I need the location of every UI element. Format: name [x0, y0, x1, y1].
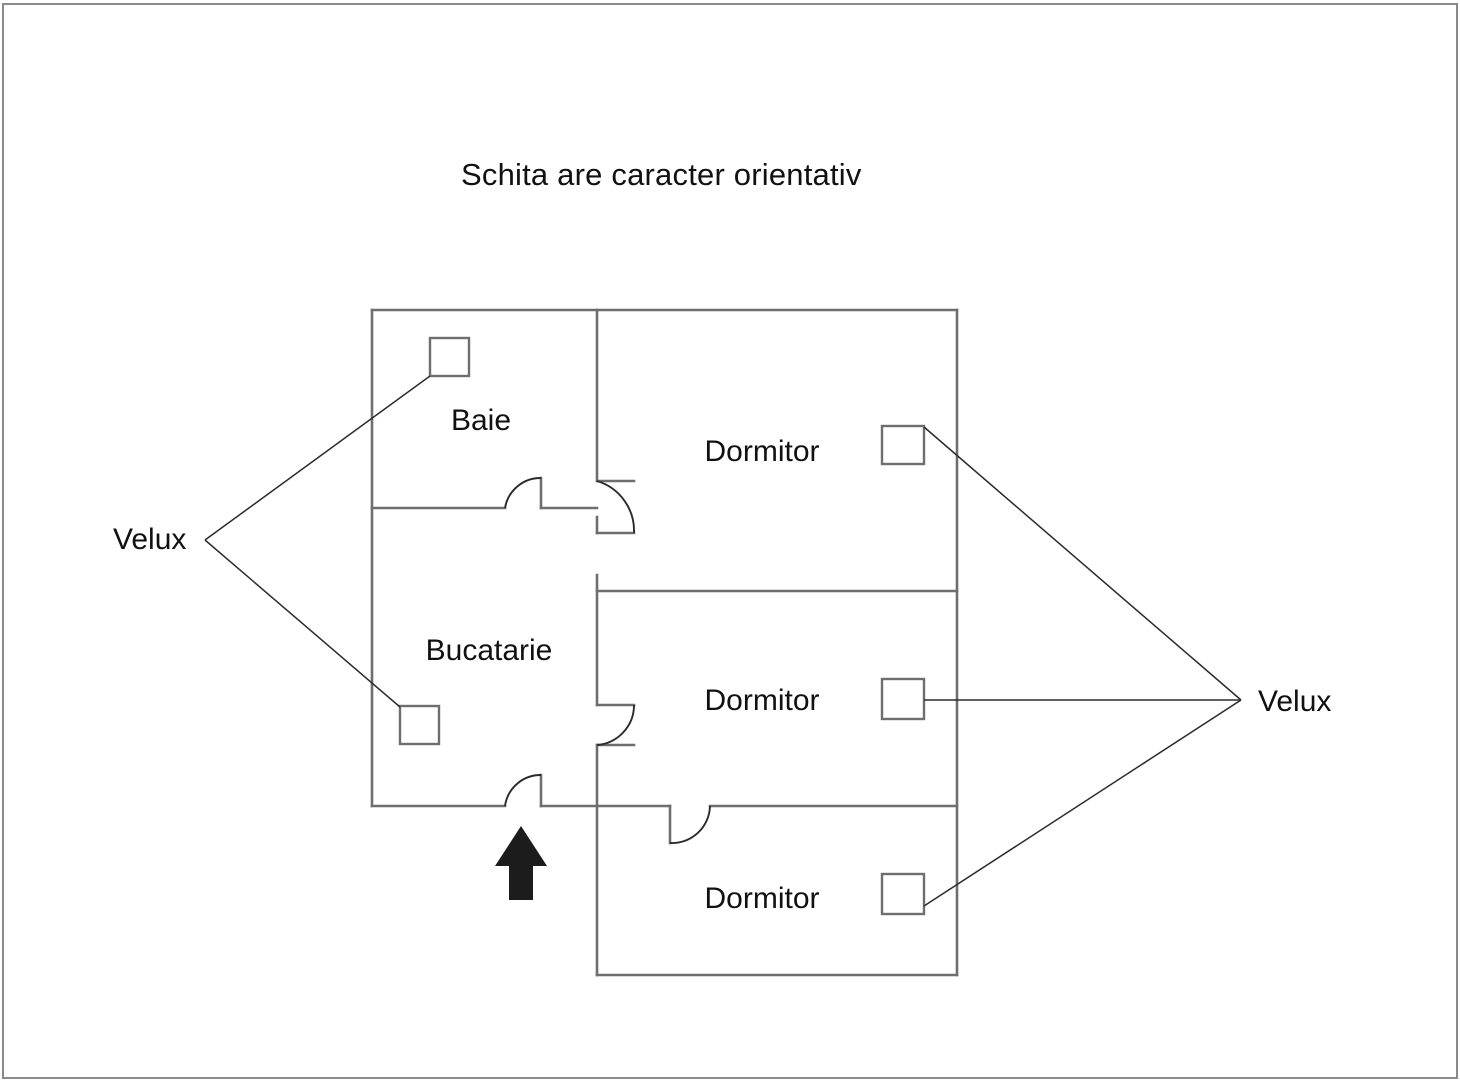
- velux-label-left: Velux: [113, 523, 186, 556]
- door-arc-dormitor-2: [596, 704, 635, 746]
- door-arc-group: [504, 477, 711, 844]
- door-arc-dormitor-3: [669, 805, 711, 844]
- room-label-dormitor-3: Dormitor: [704, 882, 819, 915]
- leader-right-lower: [923, 699, 1242, 907]
- leader-left-lower: [204, 539, 401, 708]
- room-label-dormitor-1: Dormitor: [704, 435, 819, 468]
- entry-arrow: [495, 826, 547, 900]
- page-border: [2, 3, 1458, 1079]
- door-arc-entry: [504, 774, 542, 807]
- door-arc-baie: [504, 477, 542, 509]
- room-label-bucatarie: Bucatarie: [426, 634, 553, 667]
- window-dormitor-2: [880, 677, 926, 721]
- velux-left-leaders: [204, 375, 431, 708]
- room-label-baie: Baie: [451, 404, 511, 437]
- window-dormitor-1: [880, 424, 926, 466]
- room-label-dormitor-2: Dormitor: [704, 684, 819, 717]
- window-group: [398, 336, 926, 916]
- wall-group: [370, 308, 959, 977]
- leader-right-upper: [923, 426, 1242, 701]
- velux-right-leaders: [923, 426, 1242, 907]
- page-title: Schita are caracter orientativ: [461, 157, 862, 192]
- window-dormitor-3: [880, 872, 926, 916]
- door-arc-dormitor-1: [596, 480, 635, 534]
- window-baie: [428, 336, 471, 378]
- leader-left-upper: [204, 375, 431, 541]
- window-bucatarie: [398, 704, 441, 746]
- velux-label-right: Velux: [1258, 685, 1331, 718]
